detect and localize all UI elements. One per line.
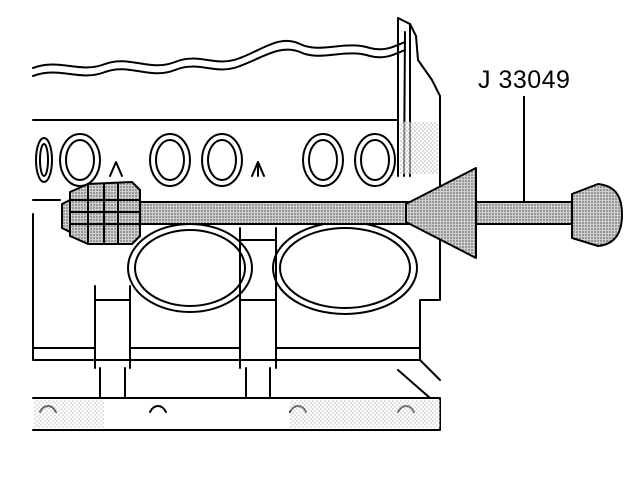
tool-cone-pilot (405, 167, 477, 259)
tool-end-knob (571, 183, 623, 247)
break-line-lower (32, 48, 406, 77)
lifter-bores-upper (35, 133, 396, 187)
bulkhead-posts (94, 227, 277, 399)
tool-j33049 (61, 167, 623, 259)
block-outline (32, 213, 441, 361)
tool-callout-label: J 33049 (478, 66, 571, 94)
break-line-upper (32, 39, 406, 69)
tool-shaft (139, 201, 581, 225)
stipple-shading (34, 122, 440, 428)
